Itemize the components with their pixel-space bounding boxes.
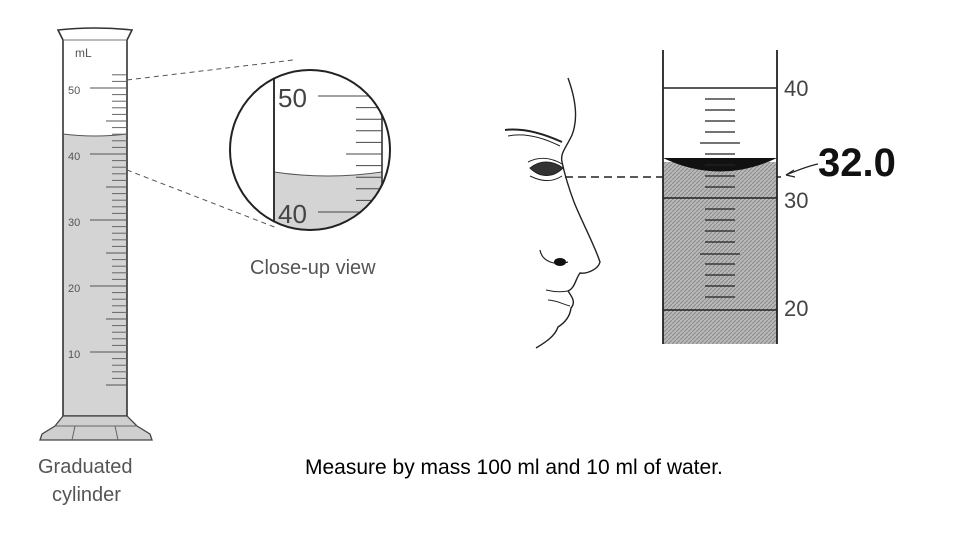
closeup-label-40: 40 [278, 199, 307, 229]
reading-arrow [785, 163, 819, 176]
face-profile [504, 77, 601, 349]
reading-value: 32.0 [818, 141, 896, 185]
cylinder-caption: Graduated cylinder [38, 453, 163, 509]
reading-cylinder: 40 30 20 [662, 50, 808, 344]
reading-label-20: 20 [784, 296, 808, 321]
cylinder-caption-line2: cylinder [52, 484, 121, 506]
instruction-text: Measure by mass 100 ml and 10 ml of wate… [305, 456, 723, 479]
closeup-label-50: 50 [278, 83, 307, 113]
connector-top [126, 59, 294, 81]
graduated-cylinder: mL 50 40 30 20 10 [39, 27, 153, 441]
cylinder-label-40: 40 [68, 151, 80, 163]
cylinder-label-50: 50 [68, 85, 80, 97]
cylinder-caption-line1: Graduated [38, 456, 133, 478]
closeup-view: 50 40 [229, 69, 391, 231]
cylinder-liquid [63, 134, 127, 416]
reading-label-40: 40 [784, 76, 808, 101]
cylinder-scale-ticks [90, 74, 127, 386]
closeup-caption: Close-up view [250, 257, 376, 279]
cylinder-base [39, 415, 153, 441]
reading-label-30: 30 [784, 188, 808, 213]
cylinder-label-20: 20 [68, 283, 80, 295]
cylinder-label-10: 10 [68, 349, 80, 361]
closeup-circle [229, 69, 391, 231]
reading-liquid [663, 162, 777, 344]
cylinder-unit-label: mL [75, 46, 92, 60]
cylinder-label-30: 30 [68, 217, 80, 229]
